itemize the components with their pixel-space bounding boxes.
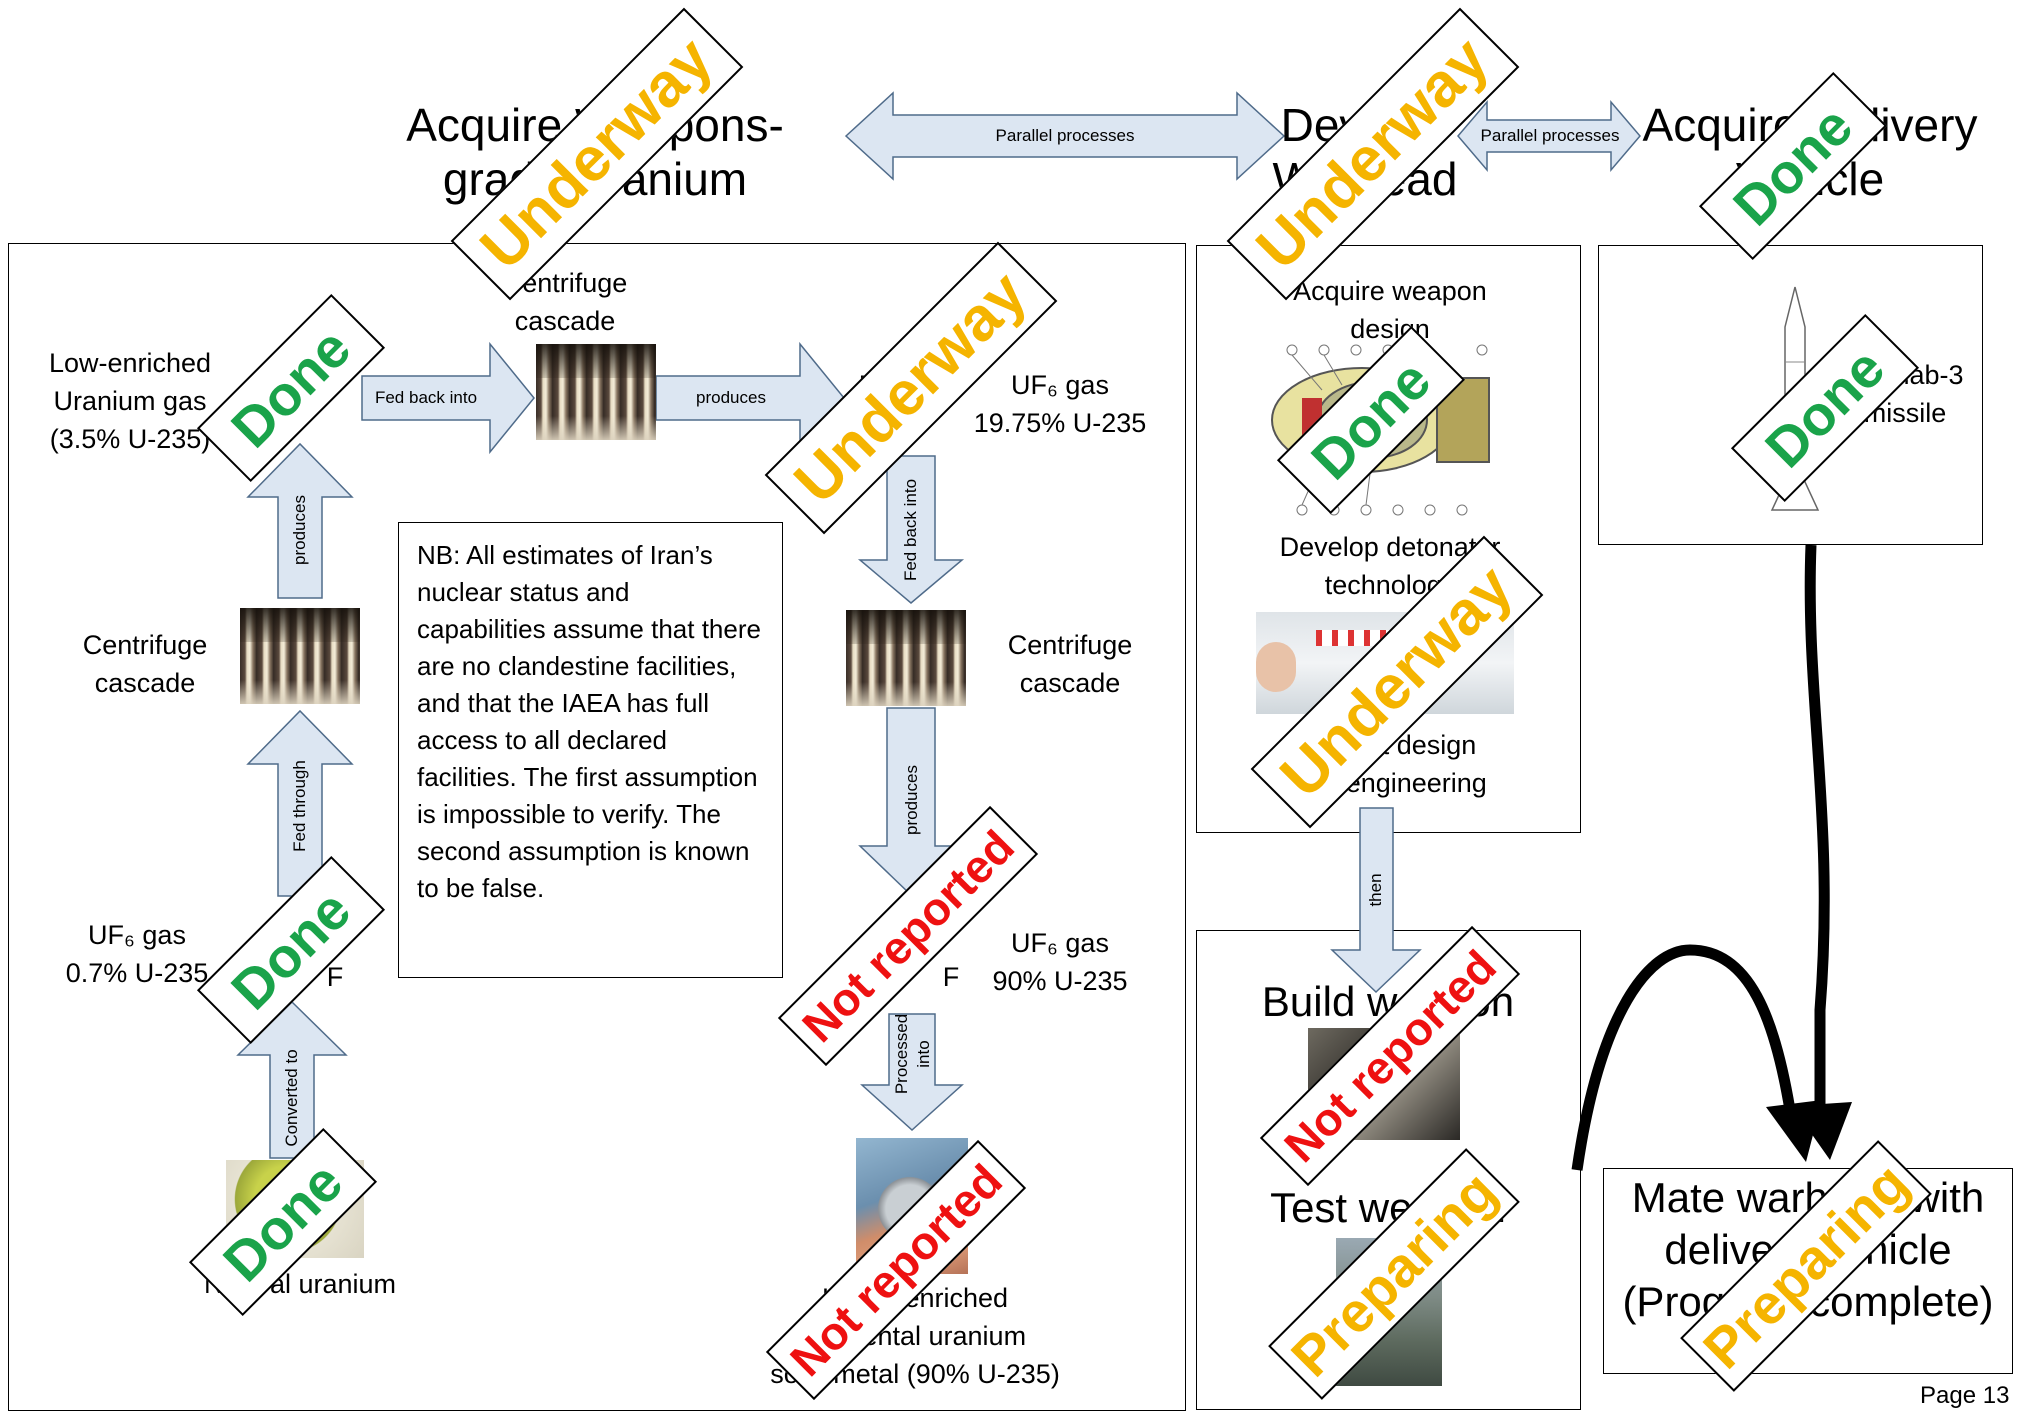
low-enriched-label: Low-enriched Uranium gas (3.5% U-235)	[30, 344, 230, 458]
page-label: Page 13	[1920, 1382, 2010, 1409]
uf6-07-line2: 0.7% U-235	[65, 958, 209, 988]
uf6-07-label: UF₆ gas 0.7% U-235	[52, 916, 222, 992]
fed-back-into-arrow	[361, 341, 535, 455]
missile-to-mate-arrow	[1804, 544, 1830, 1110]
uf6-partial-bottom-right: F	[942, 962, 960, 992]
processed-into-line1: Processed	[892, 1013, 911, 1095]
fed-through-label: Fed through	[290, 760, 309, 852]
delivery-process-box	[1598, 245, 1983, 545]
fed-back-into-down-label: Fed back into	[901, 478, 920, 582]
low-enriched-line1: Low-enriched	[48, 348, 212, 378]
cascade-right-line2: cascade	[1019, 668, 1121, 698]
produces-right-label: produces	[902, 765, 921, 835]
cascade-left-line1: Centrifuge	[82, 630, 208, 660]
centrifuge-cascade-image-right	[846, 610, 966, 706]
centrifuge-cascade-image-left	[240, 608, 360, 704]
centrifuge-cascade-image-top	[536, 344, 656, 440]
uf6-90-line1: UF₆ gas	[1011, 928, 1109, 958]
parallel-arrow-right	[1457, 99, 1641, 173]
uf6-1975-line2: 19.75% U-235	[973, 408, 1147, 438]
then-label: then	[1366, 873, 1385, 907]
fed-back-into-down-arrow	[857, 455, 965, 604]
parallel-label-left: Parallel processes	[995, 126, 1135, 145]
produces-top-label: produces	[696, 388, 766, 407]
assumption-note: NB: All estimates of Iran’s nuclear stat…	[398, 522, 783, 978]
processed-into-line2: into	[914, 1040, 933, 1068]
cascade-right-line1: Centrifuge	[1007, 630, 1133, 660]
produces-left-label: produces	[290, 495, 309, 565]
natural-uranium-label: Natural uranium	[203, 1269, 397, 1299]
processed-into-label: Processed into	[891, 1009, 935, 1099]
uf6-90-line2: 90% U-235	[992, 966, 1128, 996]
cascade-right-label: Centrifuge cascade	[985, 626, 1155, 702]
uf6-90-label: UF₆ gas 90% U-235	[970, 924, 1150, 1000]
cascade-left-label: Centrifuge cascade	[60, 626, 230, 702]
acquire-design-line1: Acquire weapon	[1293, 276, 1487, 306]
produces-left-arrow	[246, 442, 354, 599]
low-enriched-line3: (3.5% U-235)	[49, 424, 211, 454]
converted-to-label: Converted to	[282, 1049, 301, 1147]
low-enriched-line2: Uranium gas	[53, 386, 207, 416]
uf6-partial-bottom-left: F	[326, 962, 344, 992]
parallel-label-right: Parallel processes	[1480, 126, 1620, 145]
mate-box	[1603, 1168, 2013, 1374]
uranium-process-box	[8, 243, 1186, 1411]
cascade-top-line2: cascade	[514, 306, 616, 336]
uf6-1975-line1: UF₆ gas	[1011, 370, 1109, 400]
fed-back-into-label: Fed back into	[374, 388, 478, 407]
parallel-arrow-left	[844, 91, 1286, 181]
build-to-mate-arrow	[1571, 944, 1796, 1171]
processed-into-arrow	[860, 1013, 964, 1132]
assumption-note-text: NB: All estimates of Iran’s nuclear stat…	[417, 540, 761, 903]
uf6-07-line1: UF₆ gas	[88, 920, 186, 950]
uf6-1975-label: UF₆ gas 19.75% U-235	[960, 366, 1160, 442]
then-arrow	[1330, 807, 1422, 994]
cascade-left-line2: cascade	[94, 668, 196, 698]
